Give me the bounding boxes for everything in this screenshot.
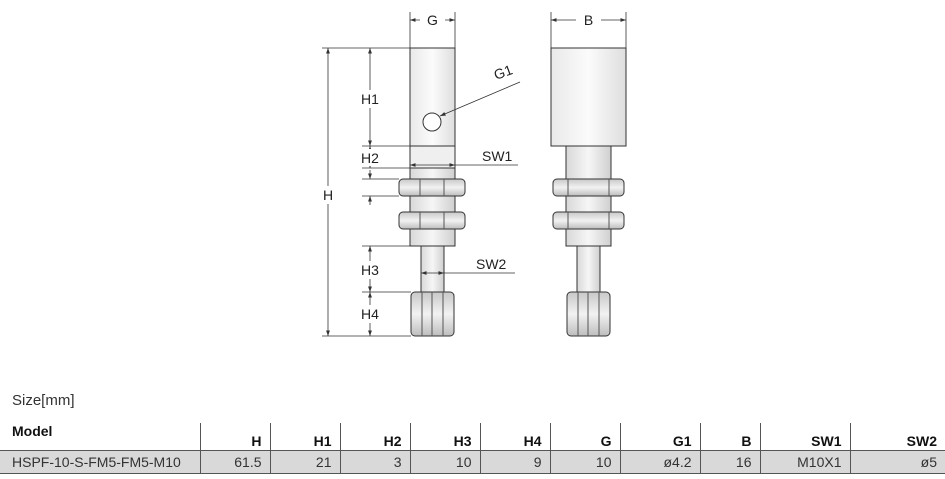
front-nut-upper: [398, 178, 466, 197]
table-header-row: Model H H1 H2 H3 H4 G G1 B SW1 SW2: [0, 423, 945, 451]
cell-h1: 21: [269, 450, 340, 474]
header-h3: H3: [409, 423, 480, 451]
front-rod: [420, 245, 445, 293]
label-h2: H2: [361, 150, 379, 166]
g1-hole: [422, 112, 442, 132]
cell-b: 16: [699, 450, 760, 474]
size-caption: Size[mm]: [12, 392, 75, 409]
front-nut-lower: [398, 211, 466, 230]
spec-table: Model H H1 H2 H3 H4 G G1 B SW1 SW2 HSPF-…: [0, 423, 945, 474]
technical-drawing: G G1 SW1 SW2 H H1 H2: [318, 12, 627, 337]
header-h2: H2: [339, 423, 410, 451]
header-b: B: [699, 423, 760, 451]
header-h: H: [199, 423, 270, 451]
label-g1: G1: [492, 61, 515, 82]
label-b: B: [584, 12, 593, 28]
side-rod: [576, 245, 601, 293]
label-sw1: SW1: [482, 148, 513, 164]
cell-h: 61.5: [199, 450, 270, 474]
cell-h4: 9: [479, 450, 550, 474]
header-sw2: SW2: [849, 423, 945, 451]
cell-g: 10: [549, 450, 620, 474]
label-h4: H4: [361, 306, 379, 322]
side-block: [550, 47, 627, 147]
cell-sw1: M10X1: [759, 450, 850, 474]
label-h: H: [323, 187, 333, 203]
side-nut-upper: [552, 178, 625, 197]
cell-sw2: ø5: [849, 450, 945, 474]
front-view: G G1 SW1 SW2 H H1 H2: [318, 12, 521, 337]
header-h1: H1: [269, 423, 340, 451]
cell-h2: 3: [339, 450, 410, 474]
label-h3: H3: [361, 262, 379, 278]
label-h1: H1: [361, 91, 379, 107]
header-g: G: [549, 423, 620, 451]
side-nut-lower: [552, 211, 625, 230]
label-g: G: [427, 12, 438, 28]
table-row: HSPF-10-S-FM5-FM5-M10 61.5 21 3 10 9 10 …: [0, 450, 945, 474]
cell-model: HSPF-10-S-FM5-FM5-M10: [0, 450, 200, 474]
side-view: B: [550, 12, 627, 337]
cell-g1: ø4.2: [619, 450, 700, 474]
header-h4: H4: [479, 423, 550, 451]
cell-h3: 10: [409, 450, 480, 474]
header-model: Model: [0, 423, 200, 451]
label-sw2: SW2: [476, 256, 507, 272]
header-g1: G1: [619, 423, 700, 451]
header-sw1: SW1: [759, 423, 850, 451]
